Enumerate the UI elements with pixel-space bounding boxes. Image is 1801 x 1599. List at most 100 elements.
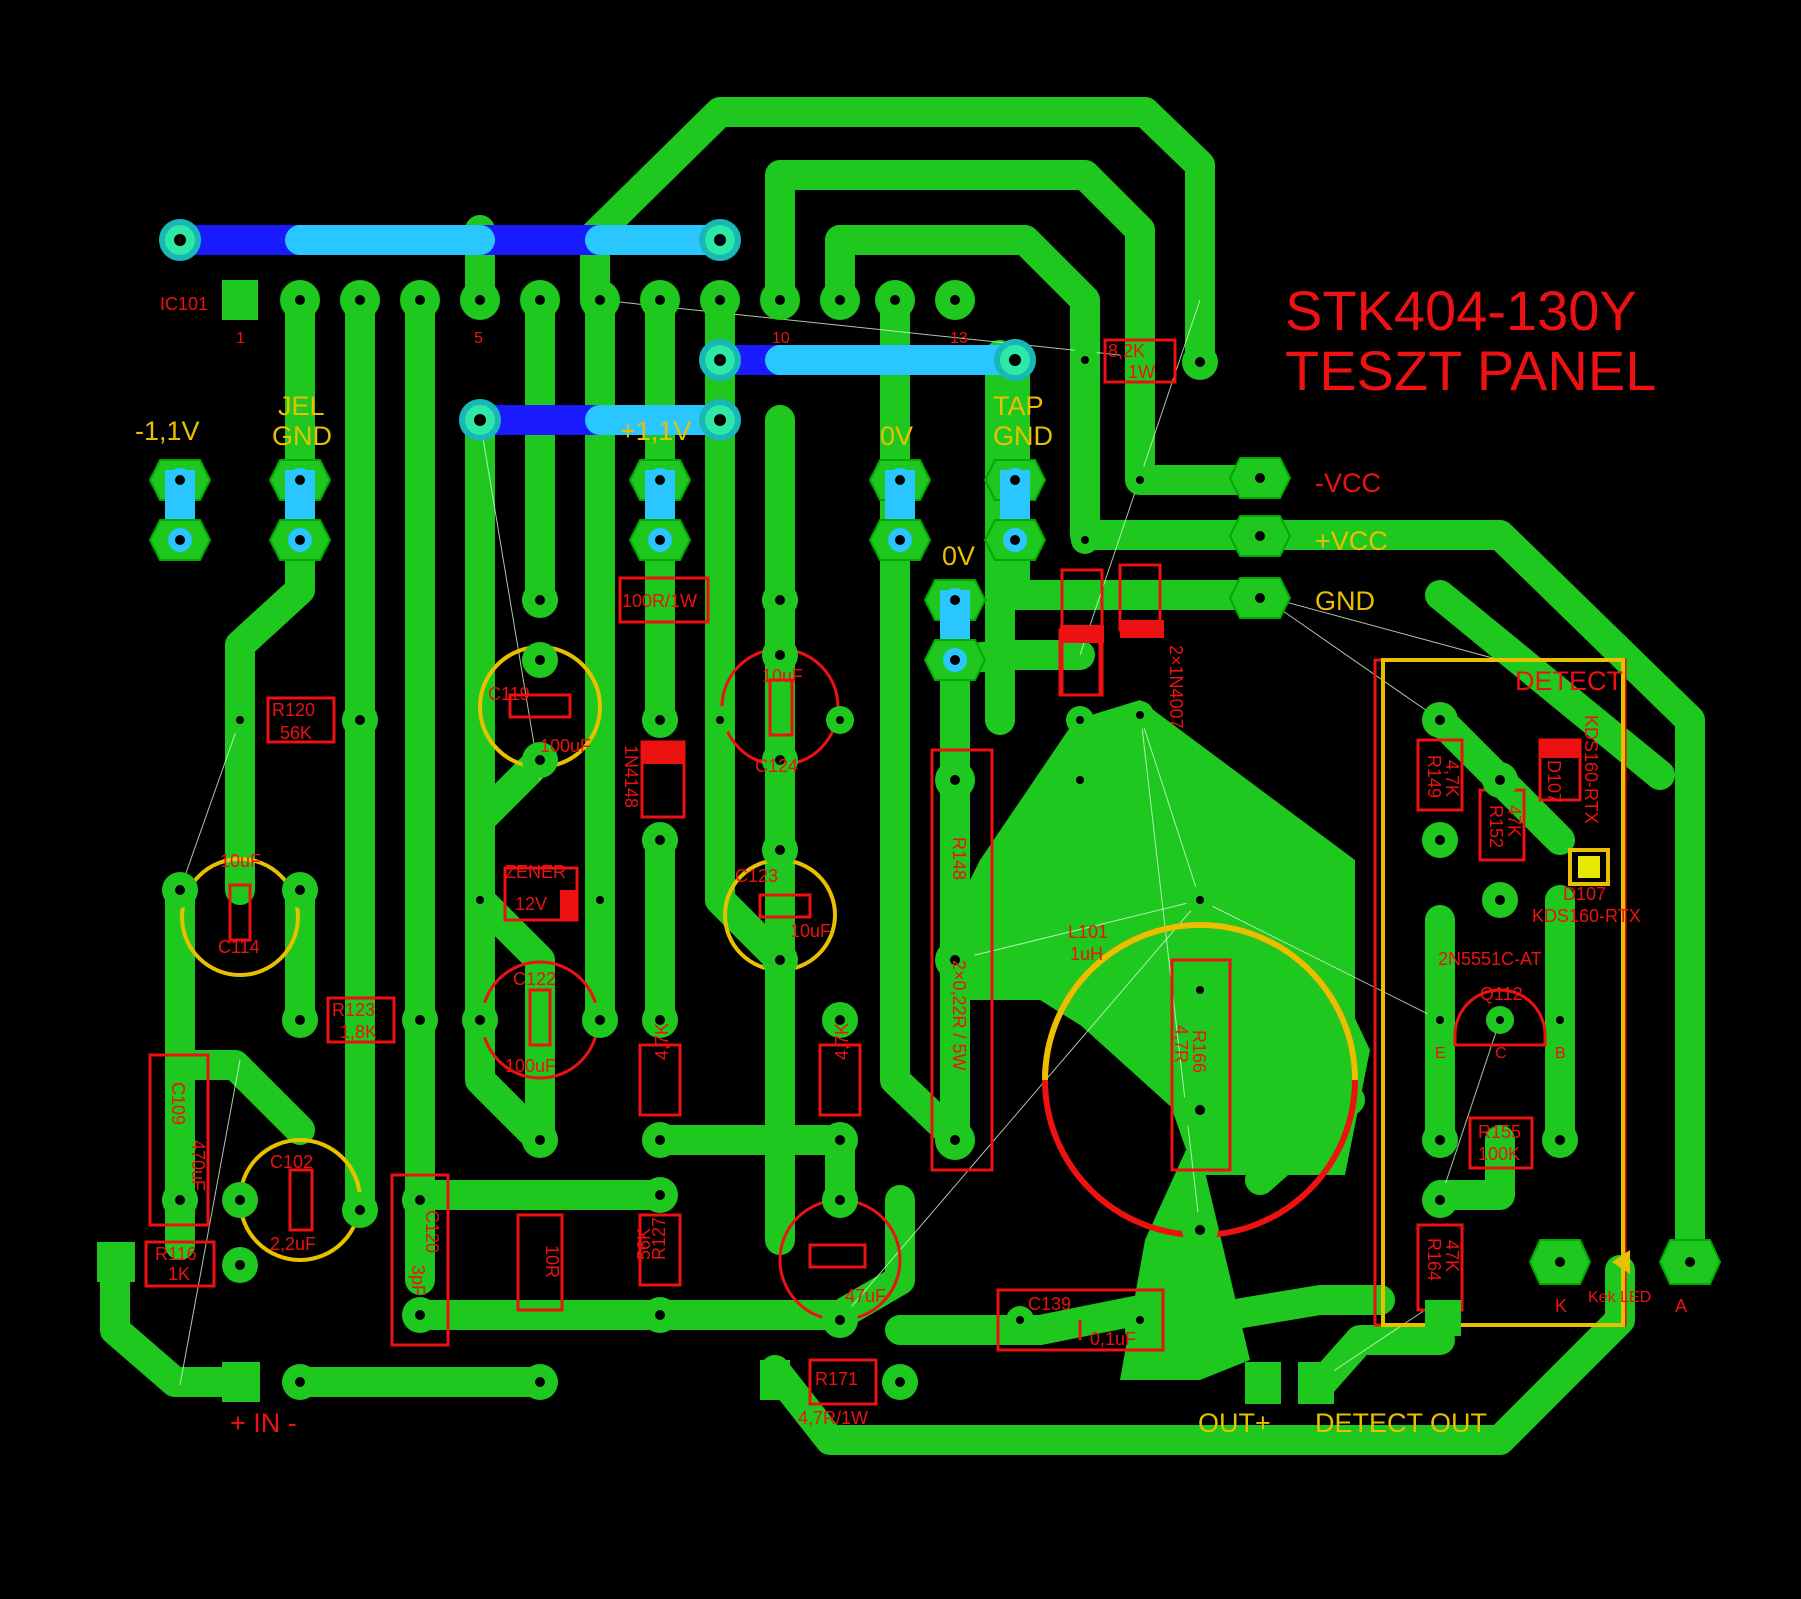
tp-jel-gnd: GND (272, 421, 332, 451)
c102-value: 2,2uF (270, 1234, 316, 1254)
c122-value: 100uF (505, 1056, 556, 1076)
c114-ref: C114 (218, 937, 260, 957)
q112-pin-c: C (1495, 1045, 1507, 1062)
tp-tap: TAP (993, 391, 1044, 421)
title-line1: STK404-130Y (1285, 279, 1637, 342)
component-pads (97, 344, 1722, 1404)
c109-value: 470uF (188, 1140, 208, 1191)
r152-ref: R152 (1486, 805, 1506, 848)
led-k: K (1555, 1296, 1567, 1316)
r152-value: 47K (1504, 805, 1524, 837)
c120-ref: C120 (422, 1210, 442, 1253)
r148-value: 2×0,22R / 5W (949, 960, 969, 1071)
r-4k7-b: 4,7K (832, 1023, 852, 1060)
r123-ref: R123 (332, 1000, 375, 1020)
test-point-pads (148, 459, 1047, 681)
tp-tap-gnd: GND (993, 421, 1053, 451)
r123-value: 1,8K (340, 1022, 377, 1042)
ic101-pin1: 1 (236, 330, 245, 347)
jumper-buses (165, 225, 1030, 435)
tp-0v-b: 0V (942, 541, 975, 571)
r127-value: 56K (634, 1228, 654, 1260)
c114-value: 10uF (220, 851, 261, 871)
r148-ref: R148 (949, 837, 969, 880)
d107-ref: D107 (1544, 760, 1564, 803)
ic101-ref: IC101 (160, 294, 208, 314)
c124-ref: C124 (755, 756, 798, 776)
q112-part: 2N5551C-AT (1438, 949, 1542, 969)
tp-pos-1v1: +1,1V (620, 416, 691, 446)
r149-value: 4,7K (1442, 760, 1462, 797)
d107-part: KDS160-RTX (1581, 715, 1601, 824)
r166-ref: R166 (1189, 1030, 1209, 1073)
silkscreen-outlines (144, 338, 1627, 1406)
ic101-pin1-pad (222, 280, 258, 320)
c109-ref: C109 (168, 1082, 188, 1125)
r116-value: 1K (168, 1264, 190, 1284)
d107-part-bottom: KDS160-RTX (1532, 906, 1641, 926)
q112-ref: Q112 (1480, 984, 1523, 1004)
label-pos-vcc: +VCC (1315, 526, 1388, 556)
tp-neg-1v1: -1,1V (135, 416, 200, 446)
ic101-pin13: 13 (950, 330, 968, 347)
ic101-pads (222, 280, 975, 320)
ic101-pin10: 10 (772, 330, 790, 347)
c122-ref: C122 (513, 969, 556, 989)
capacitor-plates (228, 678, 1082, 1340)
led-label: Kek LED (1588, 1289, 1651, 1306)
connector-out: OUT+ (1198, 1408, 1271, 1438)
c124-value: 10uF (762, 666, 803, 686)
r149-ref: R149 (1424, 755, 1444, 798)
r-4k7-a: 4,7K (652, 1023, 672, 1060)
power-connector-pads (1228, 457, 1292, 619)
led-a: A (1675, 1296, 1687, 1316)
c119-ref: C119 (488, 684, 530, 704)
l101-ref: L101 (1068, 922, 1108, 942)
label-neg-vcc: -VCC (1315, 468, 1381, 498)
r155-ref: R155 (1478, 1122, 1521, 1142)
r116-ref: R116 (155, 1244, 197, 1264)
c119-value: 100uF (540, 736, 591, 756)
r155-value: 100K (1478, 1144, 1520, 1164)
c102-ref: C102 (270, 1152, 313, 1172)
c139-value: 0,1uF (1090, 1329, 1136, 1349)
c139-ref: C139 (1028, 1294, 1071, 1314)
r-100r-value: 100R/1W (622, 591, 697, 611)
r164-value: 47K (1442, 1240, 1462, 1272)
r171-value: 4,7R/1W (798, 1408, 868, 1428)
l101-value: 1uH (1070, 944, 1103, 964)
r120-ref: R120 (272, 700, 315, 720)
r-10r-value: 10R (542, 1245, 562, 1278)
q112-pin-b: B (1555, 1045, 1566, 1062)
r127-ref: R127 (649, 1217, 669, 1260)
ic101-pin5: 5 (474, 330, 483, 347)
c120-value: 3pF (408, 1265, 428, 1296)
q112-pin-e: E (1435, 1045, 1446, 1062)
c-47u-value: 47uF (845, 1286, 886, 1306)
connector-in: + IN - (230, 1408, 297, 1438)
zener-value: 12V (515, 894, 547, 914)
r164-ref: R164 (1424, 1238, 1444, 1281)
vias (159, 219, 1036, 441)
tp-0v-a: 0V (880, 421, 913, 451)
c123-ref: C123 (735, 866, 778, 886)
d-1n4148: 1N4148 (621, 745, 641, 808)
r-8k2-value: 8,2K (1108, 341, 1145, 361)
label-gnd: GND (1315, 586, 1375, 616)
r166-value: 4,7R (1171, 1025, 1191, 1063)
zener-label: ZENER (505, 862, 566, 882)
tp-jel: JEL (278, 391, 325, 421)
r171-ref: R171 (815, 1369, 858, 1389)
d107-ref-bottom: D107 (1563, 884, 1606, 904)
labels: STK404-130Y TESZT PANEL IC101 1 5 10 13 … (135, 279, 1687, 1438)
r-8k2-power: 1W (1128, 362, 1155, 382)
pads (97, 219, 1722, 1404)
title-line2: TESZT PANEL (1285, 339, 1656, 402)
detect-title: DETECT (1515, 666, 1623, 696)
diodes-1n4007: 2×1N4007 (1166, 645, 1186, 729)
connector-detect-out: DETECT OUT (1315, 1408, 1487, 1438)
r120-value: 56K (280, 723, 312, 743)
led-symbol-icon (1612, 1250, 1630, 1274)
c123-value: 10uF (790, 921, 831, 941)
